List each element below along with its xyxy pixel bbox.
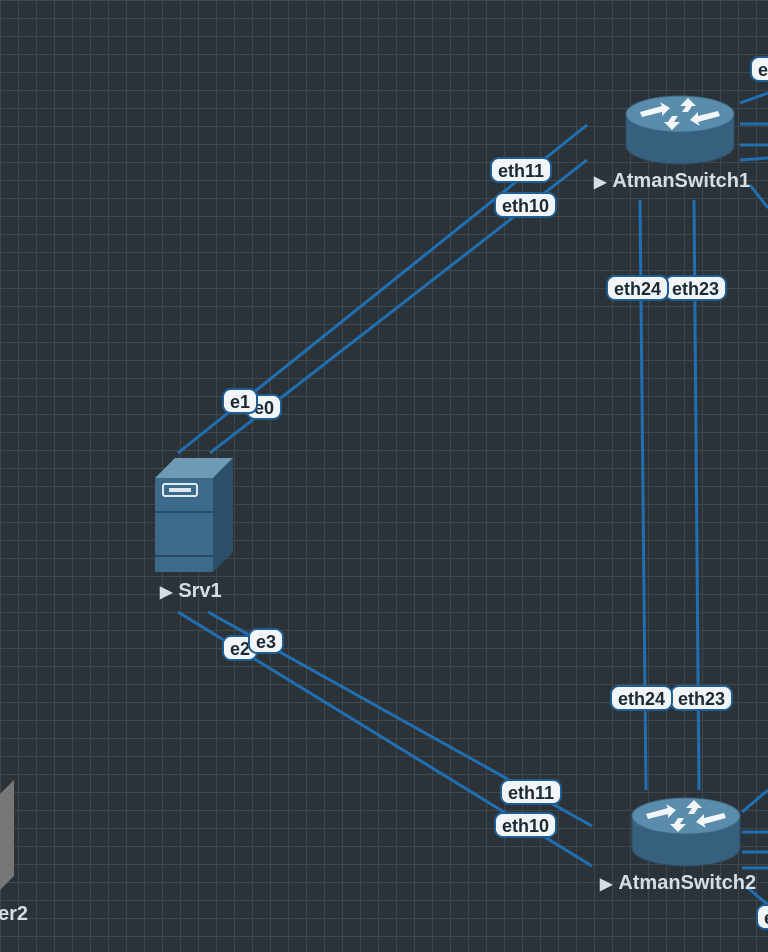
router-icon[interactable] [631,797,741,867]
port-label-eth24[interactable]: eth24 [610,685,674,711]
link-switch1-right-5 [748,184,768,209]
port-label-eth11[interactable]: eth11 [490,157,553,183]
port-label-e-clipped[interactable]: e [756,904,768,930]
port-label-e-clipped[interactable]: e [750,56,768,82]
port-label-eth10[interactable]: eth10 [494,192,558,218]
port-label-eth23[interactable]: eth23 [664,275,728,301]
device-icon[interactable] [0,780,14,890]
port-label-eth10[interactable]: eth10 [494,812,558,838]
node-label-atman-switch-bottom[interactable]: ▶AtmanSwitch2 [600,872,757,894]
play-triangle-icon[interactable]: ▶ [600,876,613,893]
link-switch1-right-1 [739,91,768,105]
port-label-eth23[interactable]: eth23 [670,685,734,711]
port-label-eth11[interactable]: eth11 [500,779,563,805]
play-triangle-icon[interactable]: ▶ [160,584,173,601]
link-switch1-right-4 [739,156,768,162]
port-label-e3[interactable]: e3 [248,628,285,654]
link-switch2-right-1 [741,788,768,814]
router-icon[interactable] [625,95,735,165]
port-label-eth24[interactable]: eth24 [606,275,670,301]
play-triangle-icon[interactable]: ▶ [594,174,607,191]
node-label-atman-switch-top[interactable]: ▶AtmanSwitch1 [594,170,751,192]
link-switch2-right-5 [747,886,768,907]
server-icon[interactable] [155,458,233,572]
node-label-left-device[interactable]: er2 [0,903,29,925]
node-label-srv1[interactable]: ▶Srv1 [160,580,222,602]
port-label-e1[interactable]: e1 [222,388,259,414]
